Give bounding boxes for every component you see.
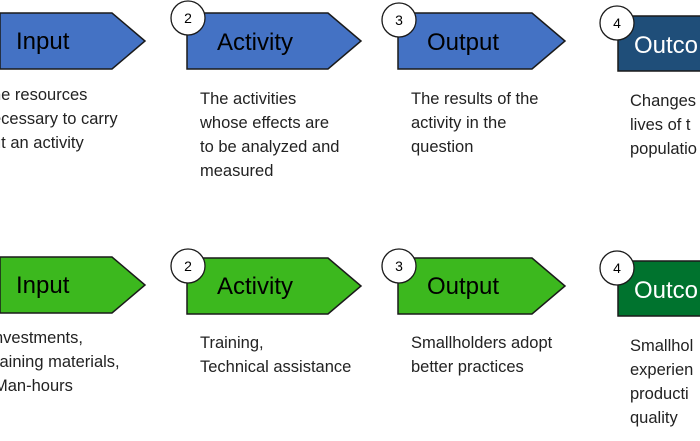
activity-arrow-row2	[186, 257, 363, 315]
number-circle-output-row1	[381, 2, 417, 38]
number-output-row1: 3	[395, 12, 403, 28]
input-arrow-row2	[0, 256, 147, 314]
description-line: ecessary to carry	[0, 110, 118, 128]
description-line: measured	[200, 162, 274, 180]
description-line: The activities	[200, 90, 297, 108]
outcome-description-row1: Changes lives of t populatio	[630, 89, 697, 161]
description-line: to be analyzed and	[200, 138, 340, 156]
description-line: producti	[630, 385, 689, 403]
outcome-label-row1: Outco	[634, 32, 699, 59]
activity-description-row2: Training, Technical assistance	[200, 331, 351, 379]
output-description-row2: Smallholders adopt better practices	[411, 331, 552, 379]
input-arrow-row1	[0, 12, 147, 70]
input-label-row1: Input	[16, 28, 70, 55]
description-line: raining materials,	[0, 353, 120, 371]
description-line: ut an activity	[0, 134, 84, 152]
description-line: Changes	[630, 92, 697, 110]
description-line: Smallhol	[630, 337, 694, 355]
description-line: experien	[630, 361, 694, 379]
description-line: better practices	[411, 358, 524, 376]
number-circle-activity-row1	[170, 0, 206, 36]
description-line: whose effects are	[200, 114, 330, 132]
description-line: nvestments,	[0, 329, 83, 347]
number-circle-outcome-row1	[599, 5, 635, 41]
description-line: question	[411, 138, 474, 156]
activity-description-row1: The activities whose effects are to be a…	[200, 87, 339, 183]
input-description-row2: nvestments, raining materials, Man-hours	[0, 326, 120, 398]
number-output-row2: 3	[395, 258, 403, 274]
output-description-row1: The results of the activity in the quest…	[411, 87, 538, 159]
number-activity-row1: 2	[184, 10, 192, 26]
output-arrow-row2	[397, 257, 567, 315]
output-arrow-row1	[397, 12, 567, 70]
activity-label-row2: Activity	[217, 273, 294, 300]
number-outcome-row2: 4	[613, 260, 621, 276]
input-description-row1: he resources ecessary to carry ut an act…	[0, 83, 118, 155]
number-outcome-row1: 4	[613, 15, 621, 31]
number-circle-activity-row2	[170, 248, 206, 284]
description-line: lives of t	[630, 116, 691, 134]
description-line: Smallholders adopt	[411, 334, 553, 352]
description-line: quality	[630, 409, 678, 427]
outcome-label-row2: Outco	[634, 277, 699, 304]
description-line: activity in the	[411, 114, 507, 132]
activity-arrow-row1	[186, 12, 363, 70]
number-circle-outcome-row2	[599, 250, 635, 286]
description-line: Training,	[200, 334, 264, 352]
description-line: populatio	[630, 140, 697, 158]
number-circle-output-row2	[381, 248, 417, 284]
description-line: Technical assistance	[200, 358, 352, 376]
outcome-description-row2: Smallhol experien producti quality	[630, 334, 693, 430]
number-activity-row2: 2	[184, 258, 192, 274]
output-label-row1: Output	[427, 29, 500, 56]
description-line: he resources	[0, 86, 88, 104]
description-line: Man-hours	[0, 377, 73, 395]
activity-label-row1: Activity	[217, 29, 294, 56]
description-line: The results of the	[411, 90, 539, 108]
output-label-row2: Output	[427, 273, 500, 300]
input-label-row2: Input	[16, 272, 70, 299]
